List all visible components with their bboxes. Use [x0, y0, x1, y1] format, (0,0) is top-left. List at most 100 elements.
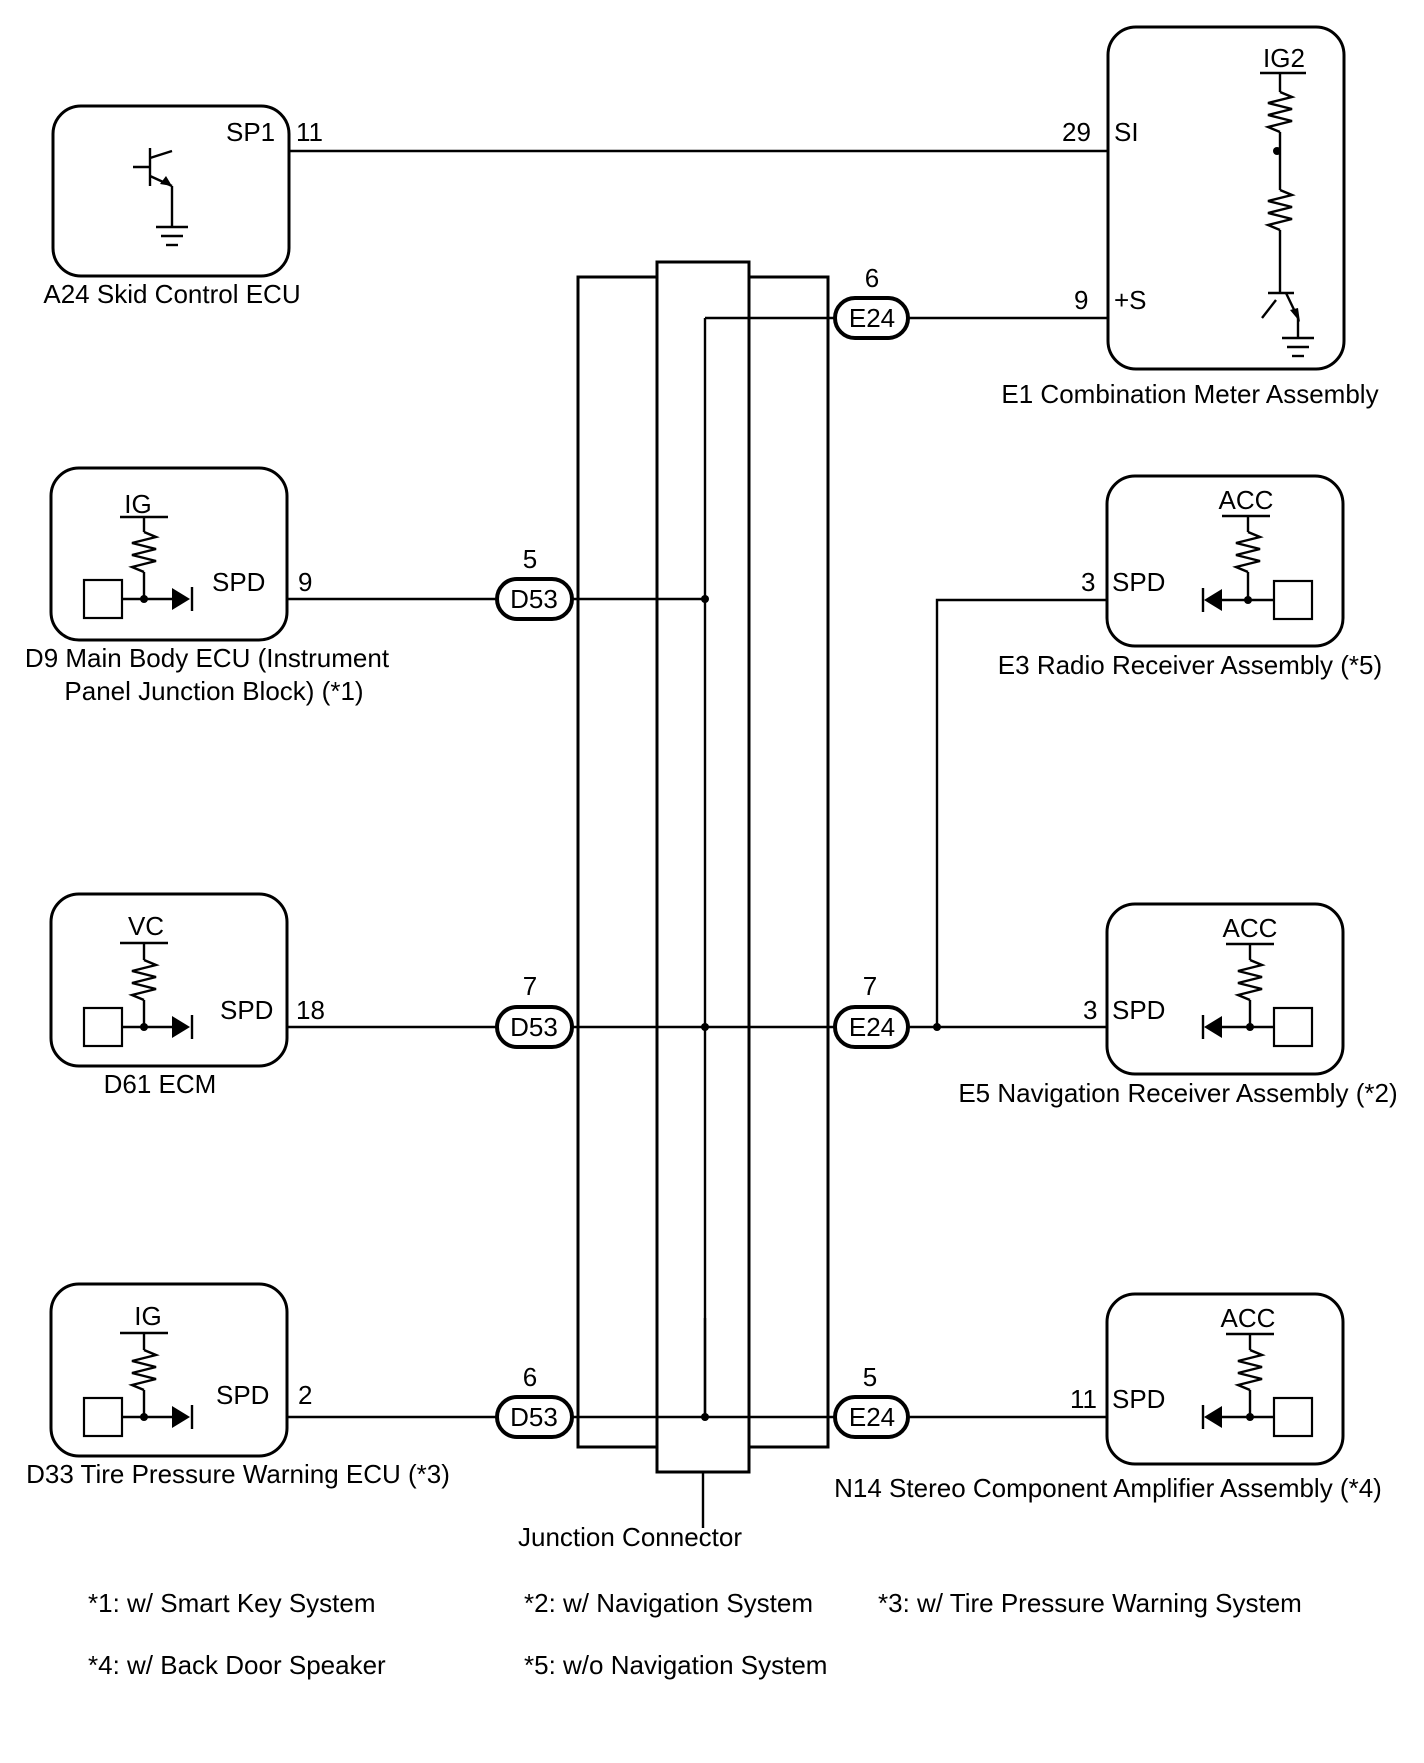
- resistor-icon: [128, 958, 160, 1002]
- connector-e24-bot: 5 E24: [833, 1362, 910, 1439]
- splice-dot: [140, 1413, 148, 1421]
- connector-capsule: [495, 577, 574, 621]
- footnotes: *1: w/ Smart Key System *2: w/ Navigatio…: [88, 1588, 1302, 1680]
- a24-label: A24 Skid Control ECU: [43, 279, 300, 309]
- splice-dot: [1246, 1023, 1254, 1031]
- a24-pin-name: SP1: [226, 117, 275, 147]
- a24-pin-number: 11: [296, 117, 323, 147]
- diode-icon: [1204, 589, 1222, 611]
- e3-power-label: ACC: [1219, 485, 1274, 515]
- footnote: *1: w/ Smart Key System: [88, 1588, 376, 1618]
- component-d33: IG SPD 2 D33 Tire Pressure Warning ECU (…: [26, 1282, 450, 1489]
- component-d9: IG SPD 9 D9 Main Body ECU (Instrument Pa…: [25, 466, 390, 706]
- d33-label: D33 Tire Pressure Warning ECU (*3): [26, 1459, 450, 1489]
- resistor-icon: [1234, 1348, 1266, 1392]
- e1-si-pin-name: SI: [1114, 117, 1139, 147]
- splice-dot: [1246, 1413, 1254, 1421]
- e1-s-pin-name: +S: [1114, 285, 1147, 315]
- component-e1: IG2 29 SI 9 +S E1 Combination Meter Asse…: [1001, 25, 1379, 409]
- component-n14: ACC 11 SPD N14 Stereo Component Amplifie…: [834, 1292, 1382, 1503]
- footnote: *5: w/o Navigation System: [524, 1650, 827, 1680]
- circuit-block-icon: [82, 578, 124, 620]
- e3-label: E3 Radio Receiver Assembly (*5): [998, 650, 1382, 680]
- connector-pin-number: 5: [863, 1362, 877, 1392]
- d9-pin-name: SPD: [212, 567, 265, 597]
- connector-label: E24: [849, 1402, 895, 1432]
- d33-pin-number: 2: [298, 1380, 312, 1410]
- connector-pin-number: 6: [523, 1362, 537, 1392]
- footnote: *3: w/ Tire Pressure Warning System: [878, 1588, 1302, 1618]
- e1-si-pin-number: 29: [1062, 117, 1091, 147]
- d61-pin-number: 18: [296, 995, 325, 1025]
- e1-power-label: IG2: [1263, 43, 1305, 73]
- resistor-icon: [1232, 530, 1264, 574]
- connector-pin-number: 6: [865, 263, 879, 293]
- resistor-icon: [1234, 958, 1266, 1002]
- d9-power-label: IG: [124, 489, 151, 519]
- d61-power-label: VC: [128, 911, 164, 941]
- e3-pin-name: SPD: [1112, 567, 1165, 597]
- connector-capsule: [495, 1005, 574, 1049]
- connector-label: D53: [510, 1012, 558, 1042]
- d9-label-line1: D9 Main Body ECU (Instrument: [25, 643, 390, 673]
- connector-e24-top: 6 E24: [833, 263, 910, 340]
- circuit-block-icon: [1272, 1006, 1314, 1048]
- connector-label: D53: [510, 584, 558, 614]
- connector-capsule: [833, 1005, 910, 1049]
- e5-label: E5 Navigation Receiver Assembly (*2): [958, 1078, 1397, 1108]
- footnote: *4: w/ Back Door Speaker: [88, 1650, 386, 1680]
- resistor-icon: [1264, 90, 1296, 134]
- connector-capsule: [495, 1395, 574, 1439]
- circuit-block-icon: [1272, 1396, 1314, 1438]
- e5-pin-name: SPD: [1112, 995, 1165, 1025]
- connector-capsule: [833, 1395, 910, 1439]
- diode-icon: [1204, 1016, 1222, 1038]
- connector-d53-bot: 6 D53: [495, 1362, 574, 1439]
- connector-label: D53: [510, 1402, 558, 1432]
- splice-dot: [140, 1023, 148, 1031]
- component-a24: SP1 11 A24 Skid Control ECU: [43, 104, 323, 309]
- connector-label: E24: [849, 303, 895, 333]
- d9-pin-number: 9: [298, 567, 312, 597]
- connector-pin-number: 5: [523, 544, 537, 574]
- circuit-block-icon: [1272, 579, 1314, 621]
- e1-s-pin-number: 9: [1074, 285, 1088, 315]
- e5-power-label: ACC: [1223, 913, 1278, 943]
- d9-label-line2: Panel Junction Block) (*1): [64, 676, 363, 706]
- diode-icon: [1204, 1406, 1222, 1428]
- diode-icon: [172, 1016, 190, 1038]
- circuit-block-icon: [82, 1006, 124, 1048]
- splice-dot: [1244, 596, 1252, 604]
- e3-pin-number: 3: [1081, 567, 1095, 597]
- d33-pin-name: SPD: [216, 1380, 269, 1410]
- emitter-arrow-icon: [160, 176, 172, 186]
- splice-dot: [140, 595, 148, 603]
- footnote: *2: w/ Navigation System: [524, 1588, 813, 1618]
- component-e5: ACC 3 SPD E5 Navigation Receiver Assembl…: [958, 902, 1398, 1108]
- d61-pin-name: SPD: [220, 995, 273, 1025]
- connector-pin-number: 7: [523, 971, 537, 1001]
- resistor-icon: [128, 1348, 160, 1392]
- e1-box: [1106, 25, 1346, 371]
- d61-label: D61 ECM: [104, 1069, 217, 1099]
- diode-icon: [172, 588, 190, 610]
- junction-inner-box: [655, 260, 751, 1474]
- connector-capsule: [833, 296, 910, 340]
- connector-d53-mid: 7 D53: [495, 971, 574, 1049]
- junction-connector-label: Junction Connector: [518, 1522, 742, 1552]
- e1-label: E1 Combination Meter Assembly: [1001, 379, 1378, 409]
- component-e3: ACC 3 SPD E3 Radio Receiver Assembly (*5…: [998, 474, 1382, 680]
- d33-power-label: IG: [134, 1301, 161, 1331]
- circuit-block-icon: [82, 1396, 124, 1438]
- e5-pin-number: 3: [1083, 995, 1097, 1025]
- component-d61: VC SPD 18 D61 ECM: [49, 892, 325, 1099]
- connector-d53-top: 5 D53: [495, 544, 574, 621]
- n14-label: N14 Stereo Component Amplifier Assembly …: [834, 1473, 1382, 1503]
- n14-pin-name: SPD: [1112, 1384, 1165, 1414]
- resistor-icon: [128, 530, 160, 574]
- connector-pin-number: 7: [863, 971, 877, 1001]
- resistor-icon: [1264, 188, 1296, 232]
- connector-label: E24: [849, 1012, 895, 1042]
- connector-e24-mid: 7 E24: [833, 971, 910, 1049]
